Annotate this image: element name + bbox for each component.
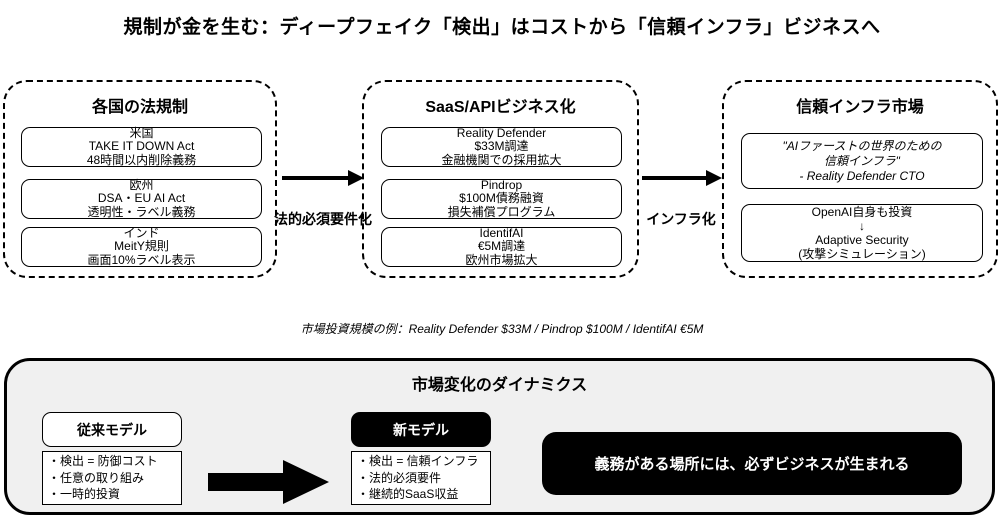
item-identifai-line: IdentifAI bbox=[479, 225, 524, 240]
item-reality-defender-line: 金融機関での採用拡大 bbox=[441, 152, 562, 167]
item-identifai-line: €5M調達 bbox=[477, 239, 526, 254]
block-arrow-icon bbox=[208, 460, 329, 504]
item-reality-defender-line: $33M調達 bbox=[474, 139, 529, 154]
column-trust-heading: 信頼インフラ市場 bbox=[796, 99, 924, 116]
quote-line: "AIファーストの世界のための bbox=[782, 138, 942, 153]
new-model-item: ・法的必須要件 bbox=[357, 470, 442, 485]
item-india-line: 画面10%ラベル表示 bbox=[87, 252, 196, 267]
investment-box: OpenAI自身も投資 ↓ Adaptive Security (攻撃シミュレー… bbox=[741, 204, 983, 262]
investment-scale-note: 市場投資規模の例：Reality Defender $33M / Pindrop… bbox=[300, 322, 704, 336]
item-eu-line: 透明性・ラベル義務 bbox=[87, 204, 196, 219]
column-regulations-heading: 各国の法規制 bbox=[91, 99, 188, 116]
quote-box: "AIファーストの世界のための 信頼インフラ" - Reality Defend… bbox=[741, 133, 983, 189]
item-reality-defender-line: Reality Defender bbox=[456, 125, 547, 140]
column-saas-business: SaaS/APIビジネス化 Reality Defender $33M調達 金融… bbox=[362, 80, 639, 278]
item-us-line: 米国 bbox=[129, 125, 154, 140]
panel-title: 市場変化のダイナミクス bbox=[411, 377, 588, 394]
investment-line: Adaptive Security bbox=[815, 233, 909, 247]
new-model-item: ・継続的SaaS収益 bbox=[357, 487, 459, 501]
arrow-right-icon bbox=[282, 170, 364, 186]
quote-line: 信頼インフラ" bbox=[824, 153, 900, 168]
item-india-line: MeitY規則 bbox=[114, 239, 169, 254]
item-pindrop-line: 損失補償プログラム bbox=[447, 204, 556, 219]
item-reality-defender: Reality Defender $33M調達 金融機関での採用拡大 bbox=[381, 125, 622, 167]
item-identifai-line: 欧州市場拡大 bbox=[465, 252, 538, 267]
item-eu-line: 欧州 bbox=[129, 177, 154, 192]
item-us-line: TAKE IT DOWN Act bbox=[88, 139, 195, 154]
item-pindrop: Pindrop $100M債務融資 損失補償プログラム bbox=[381, 177, 622, 219]
old-model-item: ・一時的投資 bbox=[48, 487, 121, 501]
item-eu-line: DSA・EU AI Act bbox=[97, 191, 186, 206]
market-dynamics-panel: 市場変化のダイナミクス 従来モデル ・検出 = 防御コスト ・任意の取り組み ・… bbox=[4, 358, 995, 515]
page-title: 規制が金を生む：ディープフェイク「検出」はコストから「信頼インフラ」ビジネスへ bbox=[123, 17, 881, 38]
item-eu: 欧州 DSA・EU AI Act 透明性・ラベル義務 bbox=[21, 177, 262, 219]
investment-line: OpenAI自身も投資 bbox=[811, 205, 913, 219]
column-regulations: 各国の法規制 米国 TAKE IT DOWN Act 48時間以内削除義務 欧州… bbox=[3, 80, 277, 278]
old-model-item: ・検出 = 防御コスト bbox=[48, 454, 158, 468]
old-model-list: ・検出 = 防御コスト ・任意の取り組み ・一時的投資 bbox=[42, 451, 182, 505]
column-trust-market: 信頼インフラ市場 "AIファーストの世界のための 信頼インフラ" - Reali… bbox=[722, 80, 998, 278]
down-arrow-icon: ↓ bbox=[859, 219, 865, 233]
new-model-header: 新モデル bbox=[351, 412, 491, 447]
old-model-header: 従来モデル bbox=[42, 412, 182, 447]
item-india-line: インド bbox=[123, 225, 160, 240]
arrow-label-infrastructure: インフラ化 bbox=[646, 211, 716, 227]
arrow-label-legal-requirement: 法的必須要件化 bbox=[274, 211, 372, 227]
conclusion-banner: 義務がある場所には、必ずビジネスが生まれる bbox=[542, 432, 962, 495]
item-india: インド MeitY規則 画面10%ラベル表示 bbox=[21, 225, 262, 267]
investment-line: (攻撃シミュレーション) bbox=[798, 247, 926, 261]
old-model-item: ・任意の取り組み bbox=[48, 470, 145, 485]
new-model-item: ・検出 = 信頼インフラ bbox=[357, 454, 479, 468]
item-identifai: IdentifAI €5M調達 欧州市場拡大 bbox=[381, 225, 622, 267]
arrow-right-icon bbox=[642, 170, 722, 186]
item-pindrop-line: $100M債務融資 bbox=[459, 191, 544, 206]
new-model-list: ・検出 = 信頼インフラ ・法的必須要件 ・継続的SaaS収益 bbox=[351, 451, 491, 505]
item-us: 米国 TAKE IT DOWN Act 48時間以内削除義務 bbox=[21, 125, 262, 167]
column-saas-heading: SaaS/APIビジネス化 bbox=[425, 99, 576, 116]
quote-attribution: - Reality Defender CTO bbox=[799, 168, 925, 183]
item-us-line: 48時間以内削除義務 bbox=[86, 152, 197, 167]
item-pindrop-line: Pindrop bbox=[480, 177, 523, 192]
